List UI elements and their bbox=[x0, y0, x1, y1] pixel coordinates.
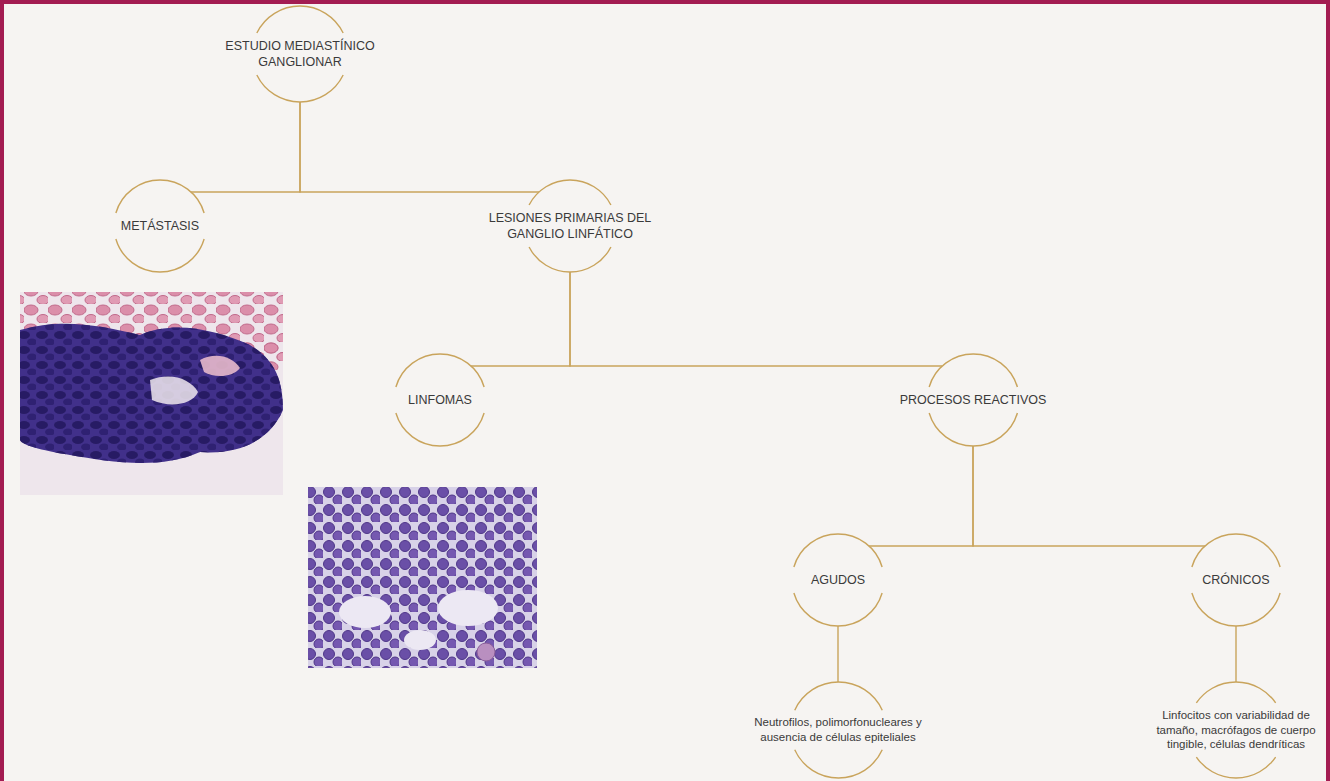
arc-node: LINFOMAS bbox=[392, 354, 488, 446]
top-arc bbox=[257, 6, 343, 33]
node-label: LINFOMAS bbox=[408, 392, 472, 408]
arc-node: CRÓNICOS bbox=[1188, 534, 1284, 626]
bottom-arc bbox=[794, 750, 882, 778]
bottom-arc bbox=[794, 593, 882, 626]
arc-node: PROCESOS REACTIVOS bbox=[897, 354, 1050, 446]
top-arc bbox=[929, 354, 1017, 387]
metastasis-micrograph bbox=[20, 292, 283, 495]
top-arc bbox=[116, 180, 204, 213]
connector-line bbox=[300, 102, 539, 192]
connector-line bbox=[837, 626, 838, 682]
large-cell bbox=[477, 643, 495, 661]
arc-node: Linfocitos con variabilidad de tamaño, m… bbox=[1149, 682, 1323, 778]
node-label: PROCESOS REACTIVOS bbox=[900, 392, 1047, 408]
bottom-arc bbox=[257, 75, 343, 102]
node-text-group: Neutrofilos, polimorfonucleares y ausenc… bbox=[751, 715, 926, 744]
node-text-group: PROCESOS REACTIVOS bbox=[900, 392, 1047, 408]
connector-line bbox=[1235, 626, 1236, 682]
connector-line bbox=[471, 272, 570, 366]
top-arc bbox=[529, 180, 611, 205]
node-text-group: METÁSTASIS bbox=[121, 218, 199, 234]
arc-node: AGUDOS bbox=[790, 534, 886, 626]
connector-line bbox=[973, 446, 1205, 546]
node-label: METÁSTASIS bbox=[121, 218, 199, 234]
top-arc bbox=[794, 682, 882, 710]
node-arcs bbox=[748, 682, 929, 778]
bottom-arc bbox=[1192, 593, 1280, 626]
connector-line bbox=[869, 446, 973, 546]
connector-line bbox=[191, 102, 300, 192]
bottom-arc bbox=[929, 413, 1017, 446]
slide-gap bbox=[339, 596, 391, 628]
bottom-arc bbox=[529, 247, 611, 272]
top-arc bbox=[1192, 534, 1280, 567]
micrograph-ground bbox=[308, 487, 537, 668]
cluster-gap bbox=[200, 356, 240, 376]
bottom-arc bbox=[116, 239, 204, 272]
bottom-arc bbox=[396, 413, 484, 446]
node-label: LESIONES PRIMARIAS DEL GANGLIO LINFÁTICO bbox=[485, 210, 655, 242]
node-text-group: ESTUDIO MEDIASTÍNICO GANGLIONAR bbox=[225, 38, 375, 70]
cell-nuclei bbox=[20, 324, 283, 463]
arc-node: Neutrofilos, polimorfonucleares y ausenc… bbox=[748, 682, 929, 778]
arc-node: ESTUDIO MEDIASTÍNICO GANGLIONAR bbox=[222, 6, 378, 102]
top-arc bbox=[1196, 682, 1275, 703]
slide-gap bbox=[438, 590, 498, 626]
connector-line bbox=[570, 272, 942, 366]
node-text-group: LINFOMAS bbox=[408, 392, 472, 408]
arc-node: METÁSTASIS bbox=[112, 180, 208, 272]
node-text-group: CRÓNICOS bbox=[1202, 572, 1269, 588]
top-arc bbox=[794, 534, 882, 567]
node-label: Neutrofilos, polimorfonucleares y ausenc… bbox=[751, 715, 926, 744]
bottom-arc bbox=[1196, 757, 1275, 778]
cell-cluster bbox=[20, 324, 283, 463]
node-label: CRÓNICOS bbox=[1202, 572, 1269, 588]
top-arc bbox=[396, 354, 484, 387]
node-arcs bbox=[222, 6, 378, 102]
lymphocytes bbox=[308, 487, 537, 668]
node-text-group: AGUDOS bbox=[811, 572, 865, 588]
node-text-group: Linfocitos con variabilidad de tamaño, m… bbox=[1152, 708, 1320, 752]
node-label: Linfocitos con variabilidad de tamaño, m… bbox=[1152, 708, 1320, 752]
lymphoma-micrograph bbox=[308, 487, 537, 668]
node-label: ESTUDIO MEDIASTÍNICO GANGLIONAR bbox=[225, 38, 375, 70]
node-label: AGUDOS bbox=[811, 572, 865, 588]
arc-node: LESIONES PRIMARIAS DEL GANGLIO LINFÁTICO bbox=[482, 180, 658, 272]
cluster-gap bbox=[150, 376, 198, 404]
node-arcs bbox=[482, 180, 658, 272]
micrograph-ground bbox=[20, 292, 283, 495]
node-text-group: LESIONES PRIMARIAS DEL GANGLIO LINFÁTICO bbox=[485, 210, 655, 242]
slide-gap bbox=[404, 630, 436, 650]
